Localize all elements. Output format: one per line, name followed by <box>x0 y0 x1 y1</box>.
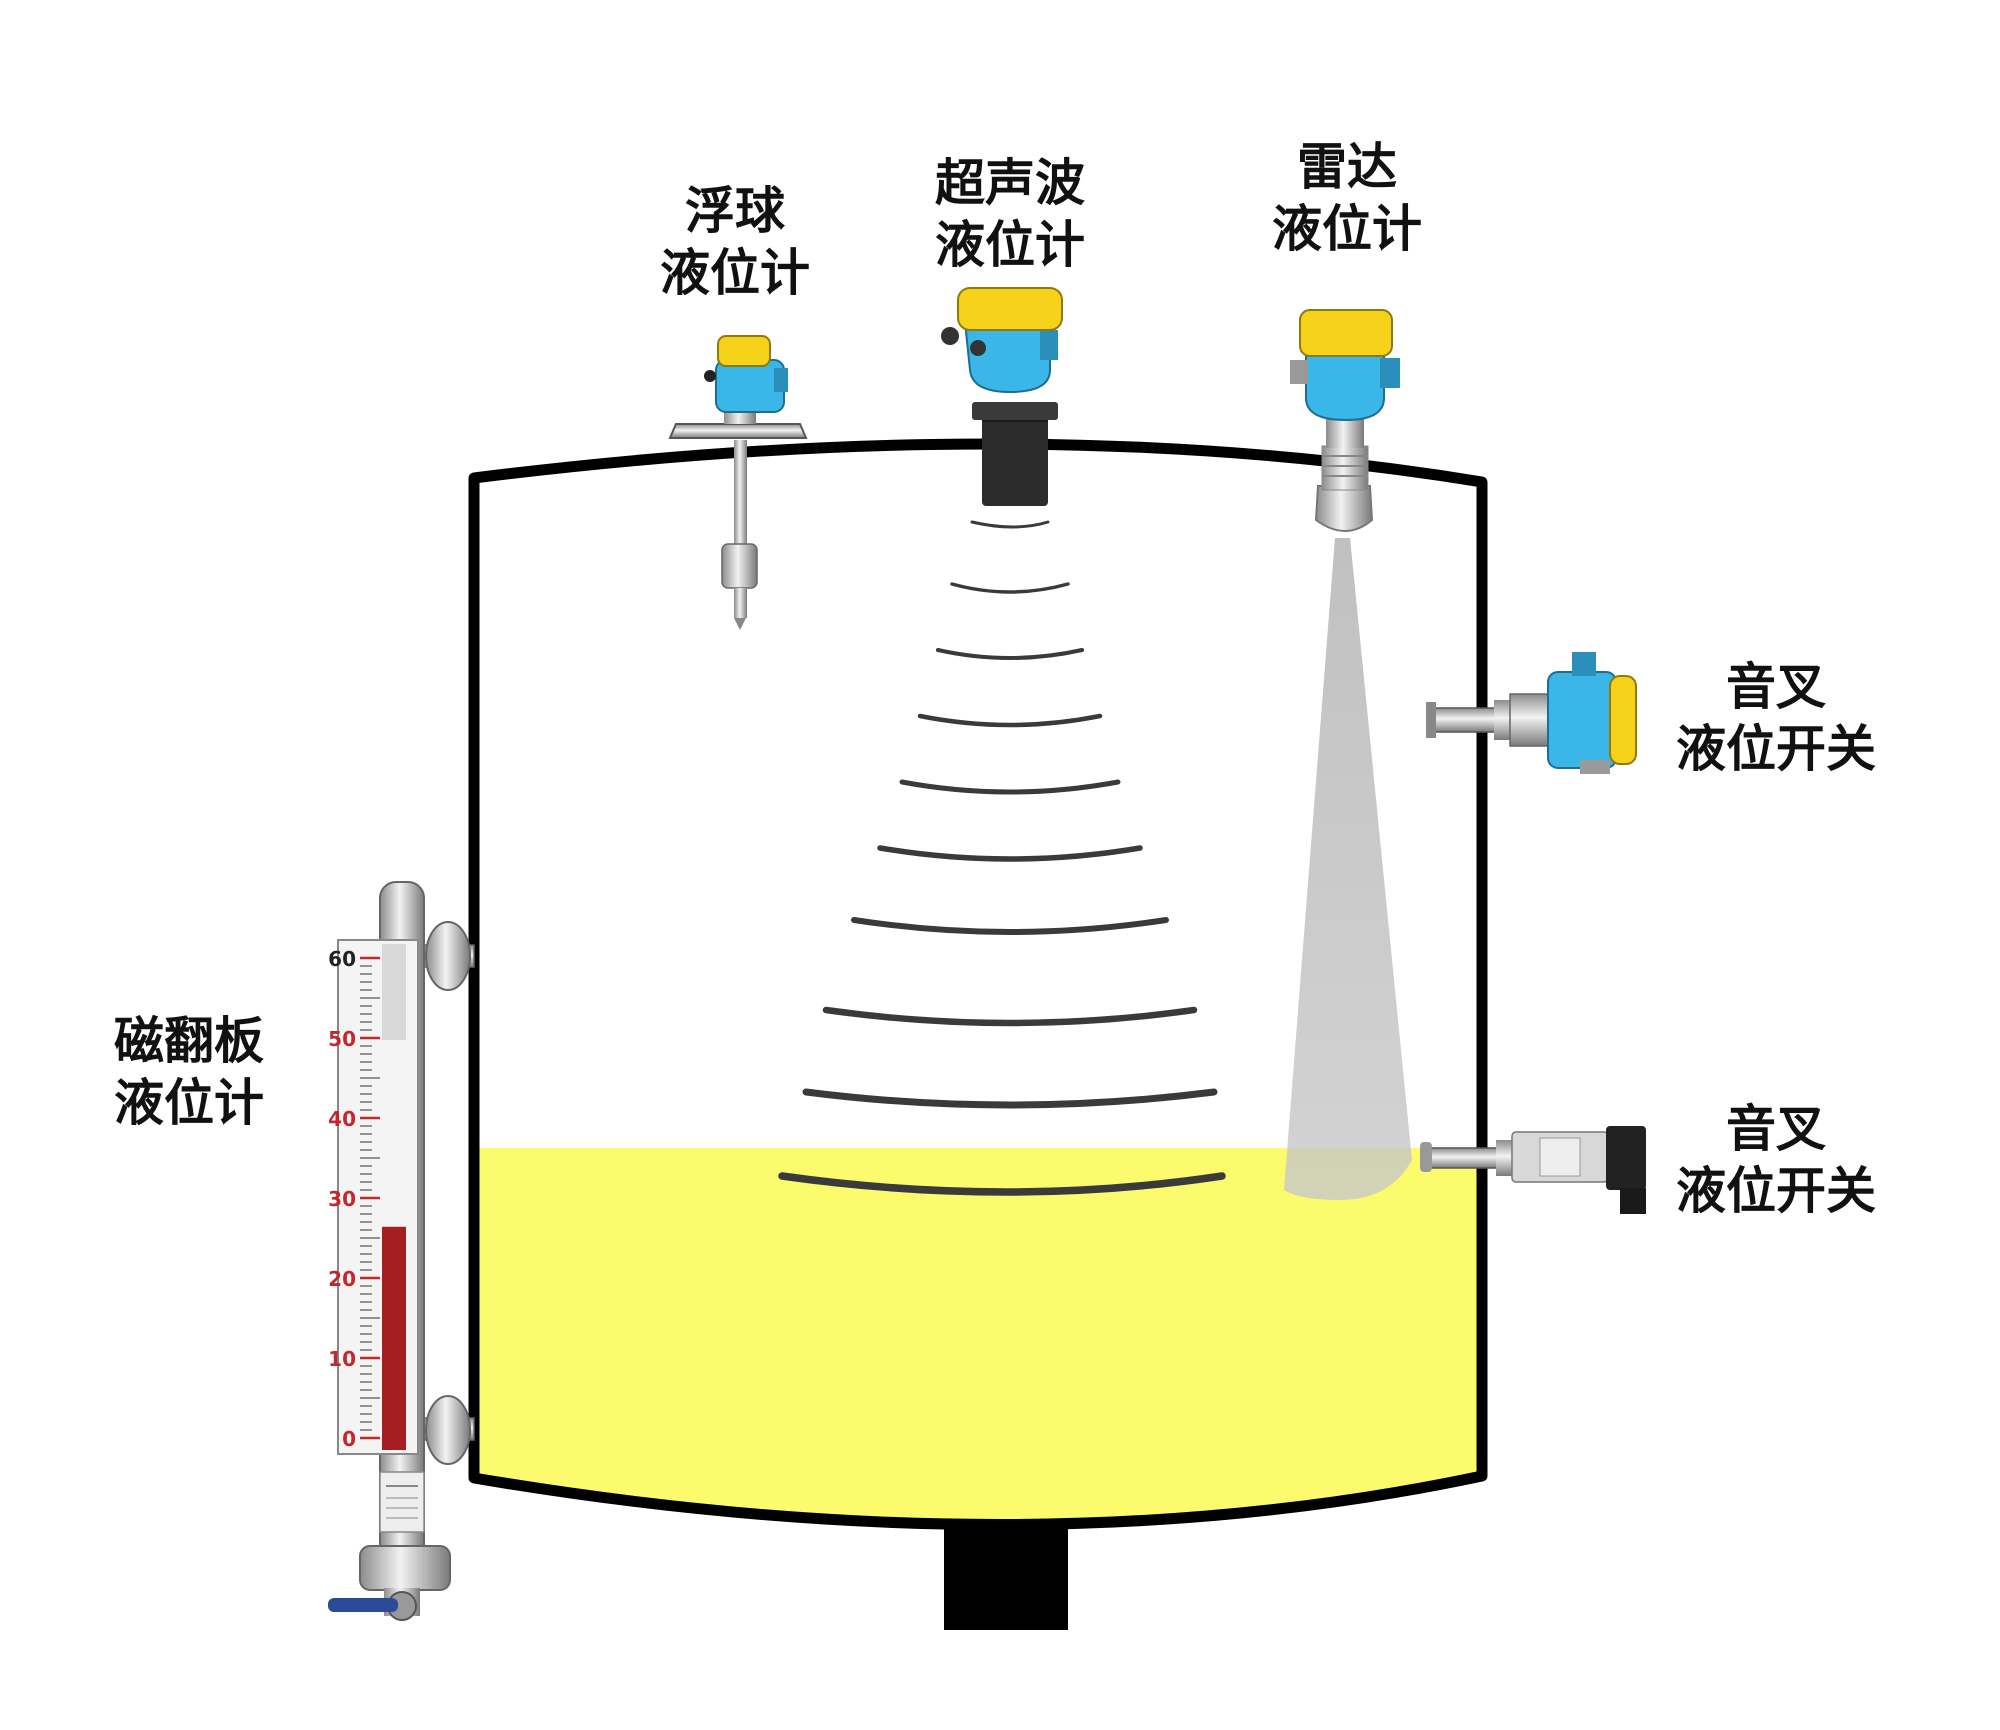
label-line: 雷达 <box>1297 138 1397 196</box>
gauge-tick-label: 50 <box>328 1027 356 1051</box>
tuning-fork-switch-upper <box>1426 652 1637 774</box>
label-line: 超声波 <box>935 154 1085 212</box>
radar-level-meter <box>1290 309 1400 532</box>
gauge-tick-label: 60 <box>328 947 356 971</box>
tank-support-leg <box>944 1528 1068 1630</box>
label-float-level-gauge: 浮球 液位计 <box>655 180 815 304</box>
gauge-tick-label: 0 <box>342 1427 356 1451</box>
gauge-tick-label: 40 <box>328 1107 356 1131</box>
radar-beam <box>1284 538 1412 1200</box>
label-tuning-fork-switch-lower: 音叉 液位开关 <box>1664 1098 1888 1222</box>
label-line: 液位计 <box>660 244 810 302</box>
tuning-fork-switch-lower <box>1420 1126 1646 1214</box>
float-level-gauge <box>668 335 808 630</box>
label-line: 浮球 <box>685 182 785 240</box>
label-line: 磁翻板 <box>114 1012 264 1070</box>
ultrasonic-waves <box>778 520 1226 1196</box>
label-radar-level-meter: 雷达 液位计 <box>1262 136 1432 260</box>
gauge-tick-label: 20 <box>328 1267 356 1291</box>
label-line: 音叉 <box>1726 658 1826 716</box>
label-line: 液位开关 <box>1676 1162 1876 1220</box>
gauge-tick-label: 30 <box>328 1187 356 1211</box>
label-tuning-fork-switch-upper: 音叉 液位开关 <box>1664 656 1888 780</box>
gauge-ticks: 60 50 40 30 20 10 0 <box>328 947 380 1451</box>
label-magnetic-flap-level-gauge: 磁翻板 液位计 <box>104 1010 274 1134</box>
liquid <box>474 1148 1482 1525</box>
label-line: 液位计 <box>935 216 1085 274</box>
label-line: 音叉 <box>1726 1100 1826 1158</box>
label-line: 液位计 <box>1272 200 1422 258</box>
gauge-red-indicator <box>382 1226 406 1450</box>
label-line: 液位开关 <box>1676 720 1876 778</box>
tank-outline <box>468 438 1488 1530</box>
gauge-tick-label: 10 <box>328 1347 356 1371</box>
magnetic-flap-level-gauge: 60 50 40 30 20 10 0 <box>328 881 475 1621</box>
label-ultrasonic-level-meter: 超声波 液位计 <box>920 152 1100 276</box>
label-line: 液位计 <box>114 1074 264 1132</box>
ultrasonic-level-meter <box>941 287 1063 506</box>
